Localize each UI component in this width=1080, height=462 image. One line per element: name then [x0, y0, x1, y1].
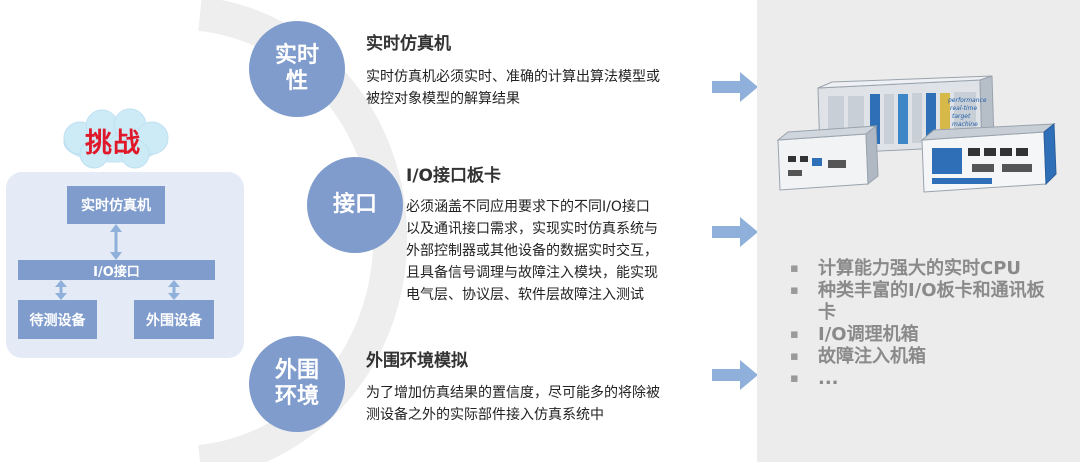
- circle-environment-line1: 外围: [274, 358, 319, 383]
- feature-list: ▪计算能力强大的实时CPU ▪种类丰富的I/O板卡和通讯板卡 ▪I/O调理机箱 …: [790, 258, 1060, 390]
- feature-text: 计算能力强大的实时CPU: [818, 258, 1022, 279]
- dut-block: 待测设备: [18, 300, 97, 339]
- peripheral-block: 外围设备: [134, 300, 214, 339]
- section-realtime-title: 实时仿真机: [366, 34, 451, 54]
- section-interface-body-line: 外部控制器或其他设备的数据实时交互，: [406, 243, 658, 259]
- square-bullet-icon: ▪: [790, 349, 799, 364]
- circle-realtime: 实时 性: [249, 21, 345, 117]
- feature-item: ▪ 计算能力强大的实时CPU: [790, 258, 1060, 280]
- feature-item: ▪ I/O调理机箱: [790, 324, 1060, 346]
- feature-text: ...: [818, 368, 839, 389]
- section-realtime-body-line: 实时仿真机必须实时、准确的计算出算法模型或: [366, 69, 660, 85]
- section-realtime-body: 实时仿真机必须实时、准确的计算出算法模型或 被控对象模型的解算结果: [366, 66, 660, 110]
- right-panel: [757, 0, 1080, 462]
- section-interface-body-line: 电气层、协议层、软件层故障注入测试: [406, 287, 644, 303]
- feature-text: 种类丰富的I/O板卡和通讯板卡: [818, 280, 1045, 323]
- section-interface-body: 必须涵盖不同应用要求下的不同I/O接口 以及通讯接口需求，实现实时仿真系统与 外…: [406, 196, 658, 306]
- peripheral-label: 外围设备: [146, 312, 202, 329]
- arrow-right-icon: [712, 360, 758, 390]
- square-bullet-icon: ▪: [790, 327, 799, 342]
- section-interface-title: I/O接口板卡: [406, 166, 501, 186]
- io-peripheral-double-arrow: [168, 280, 180, 300]
- square-bullet-icon: ▪: [790, 283, 799, 298]
- section-interface-body-line: 且具备信号调理与故障注入模块，能实现: [406, 265, 658, 281]
- arrow-right-icon: [712, 72, 758, 102]
- dut-label: 待测设备: [29, 312, 86, 329]
- circle-environment-line2: 环境: [274, 384, 319, 409]
- svg-text:target: target: [952, 113, 971, 120]
- io-dut-double-arrow: [55, 280, 67, 300]
- challenge-cloud-label: 挑战: [85, 127, 141, 159]
- circle-environment: 外围 环境: [249, 336, 345, 432]
- circle-realtime-line1: 实时: [274, 43, 319, 68]
- section-interface-body-line: 必须涵盖不同应用要求下的不同I/O接口: [406, 199, 650, 215]
- arrow-right-icon: [712, 217, 758, 247]
- section-environment-body-line: 测设备之外的实际部件接入仿真系统中: [366, 407, 604, 423]
- feature-item: ▪...: [790, 368, 1060, 390]
- feature-item: ▪ 故障注入机箱: [790, 346, 1060, 368]
- section-environment-body: 为了增加仿真结果的置信度，尽可能多的将除被 测设备之外的实际部件接入仿真系统中: [366, 382, 660, 426]
- section-environment-title: 外围环境模拟: [366, 351, 468, 371]
- hardware-illustration: performance real-time target machine: [776, 75, 1057, 193]
- square-bullet-icon: ▪: [790, 371, 799, 386]
- section-interface-body-line: 以及通讯接口需求，实现实时仿真系统与: [406, 221, 658, 237]
- square-bullet-icon: ▪: [790, 261, 799, 276]
- svg-text:performance: performance: [947, 97, 987, 104]
- io-interface-bar: I/O接口: [18, 260, 215, 280]
- circle-interface: 接口: [307, 157, 403, 253]
- circle-realtime-line2: 性: [285, 69, 308, 94]
- svg-text:real-time: real-time: [950, 105, 978, 112]
- io-interface-label: I/O接口: [93, 264, 140, 280]
- circle-interface-label: 接口: [332, 192, 377, 217]
- section-environment-body-line: 为了增加仿真结果的置信度，尽可能多的将除被: [366, 385, 660, 401]
- feature-text: 故障注入机箱: [818, 346, 926, 367]
- rt-io-double-arrow: [110, 224, 122, 260]
- cloud-shape: [63, 108, 169, 169]
- rt-machine-label: 实时仿真机: [81, 198, 151, 214]
- feature-item: ▪ 种类丰富的I/O板卡和通讯板卡: [790, 280, 1060, 324]
- rt-machine-block: 实时仿真机: [67, 186, 165, 224]
- section-realtime-body-line: 被控对象模型的解算结果: [366, 91, 520, 107]
- svg-text:machine: machine: [952, 121, 978, 128]
- feature-text: I/O调理机箱: [818, 324, 919, 345]
